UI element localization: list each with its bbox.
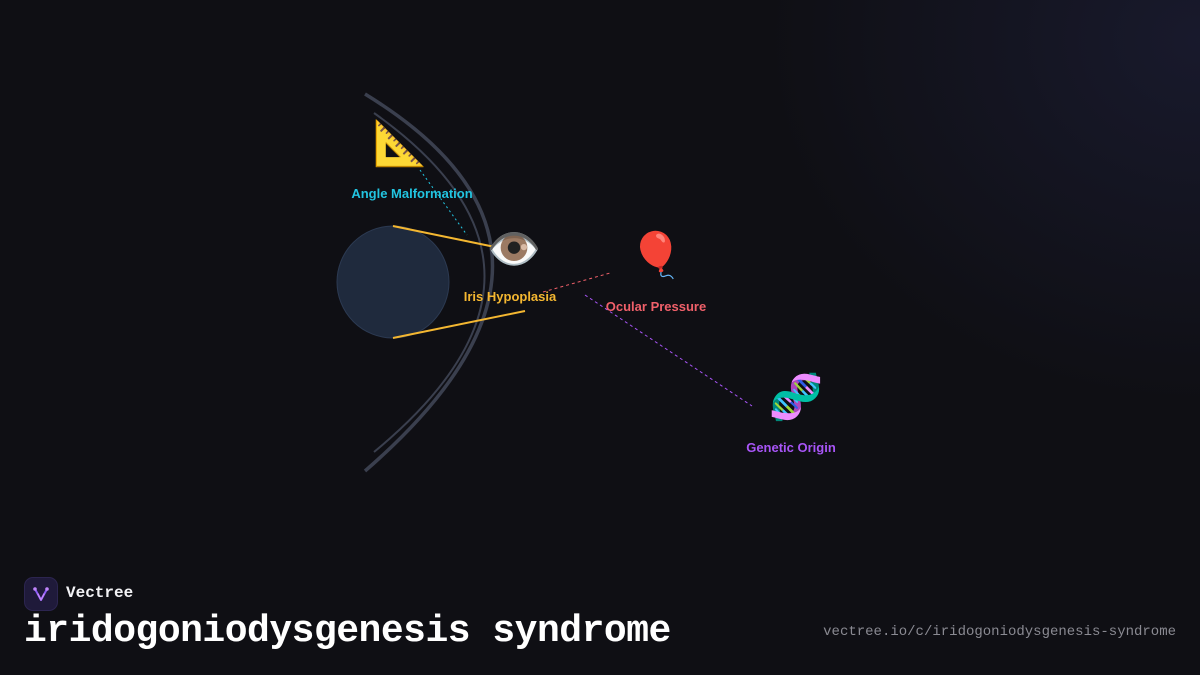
- inner-eye-arc: [373, 112, 486, 453]
- node-label-ocular-pressure: Ocular Pressure: [605, 299, 707, 314]
- balloon-icon: 🎈: [628, 231, 684, 280]
- eye-icon: 👁️: [486, 225, 542, 274]
- brand-name: Vectree: [66, 584, 134, 602]
- lens-circle: [336, 225, 450, 339]
- triangular-ruler-icon: 📐: [372, 119, 428, 168]
- vectree-logo-icon: [24, 577, 58, 611]
- outer-eye-arc: [363, 92, 495, 473]
- node-label-angle-malformation: Angle Malformation: [351, 186, 473, 201]
- dna-icon: 🧬: [768, 373, 824, 422]
- vectree-logo-mark: [33, 587, 49, 601]
- node-label-genetic-origin: Genetic Origin: [746, 440, 836, 455]
- page-title: iridogoniodysgenesis syndrome: [24, 610, 671, 653]
- iris-lower-line: [392, 310, 526, 339]
- page-url[interactable]: vectree.io/c/iridogoniodysgenesis-syndro…: [823, 624, 1176, 640]
- connector-angle-iris: [419, 169, 468, 236]
- iris-upper-line: [392, 225, 496, 248]
- node-label-iris-hypoplasia: Iris Hypoplasia: [463, 289, 557, 304]
